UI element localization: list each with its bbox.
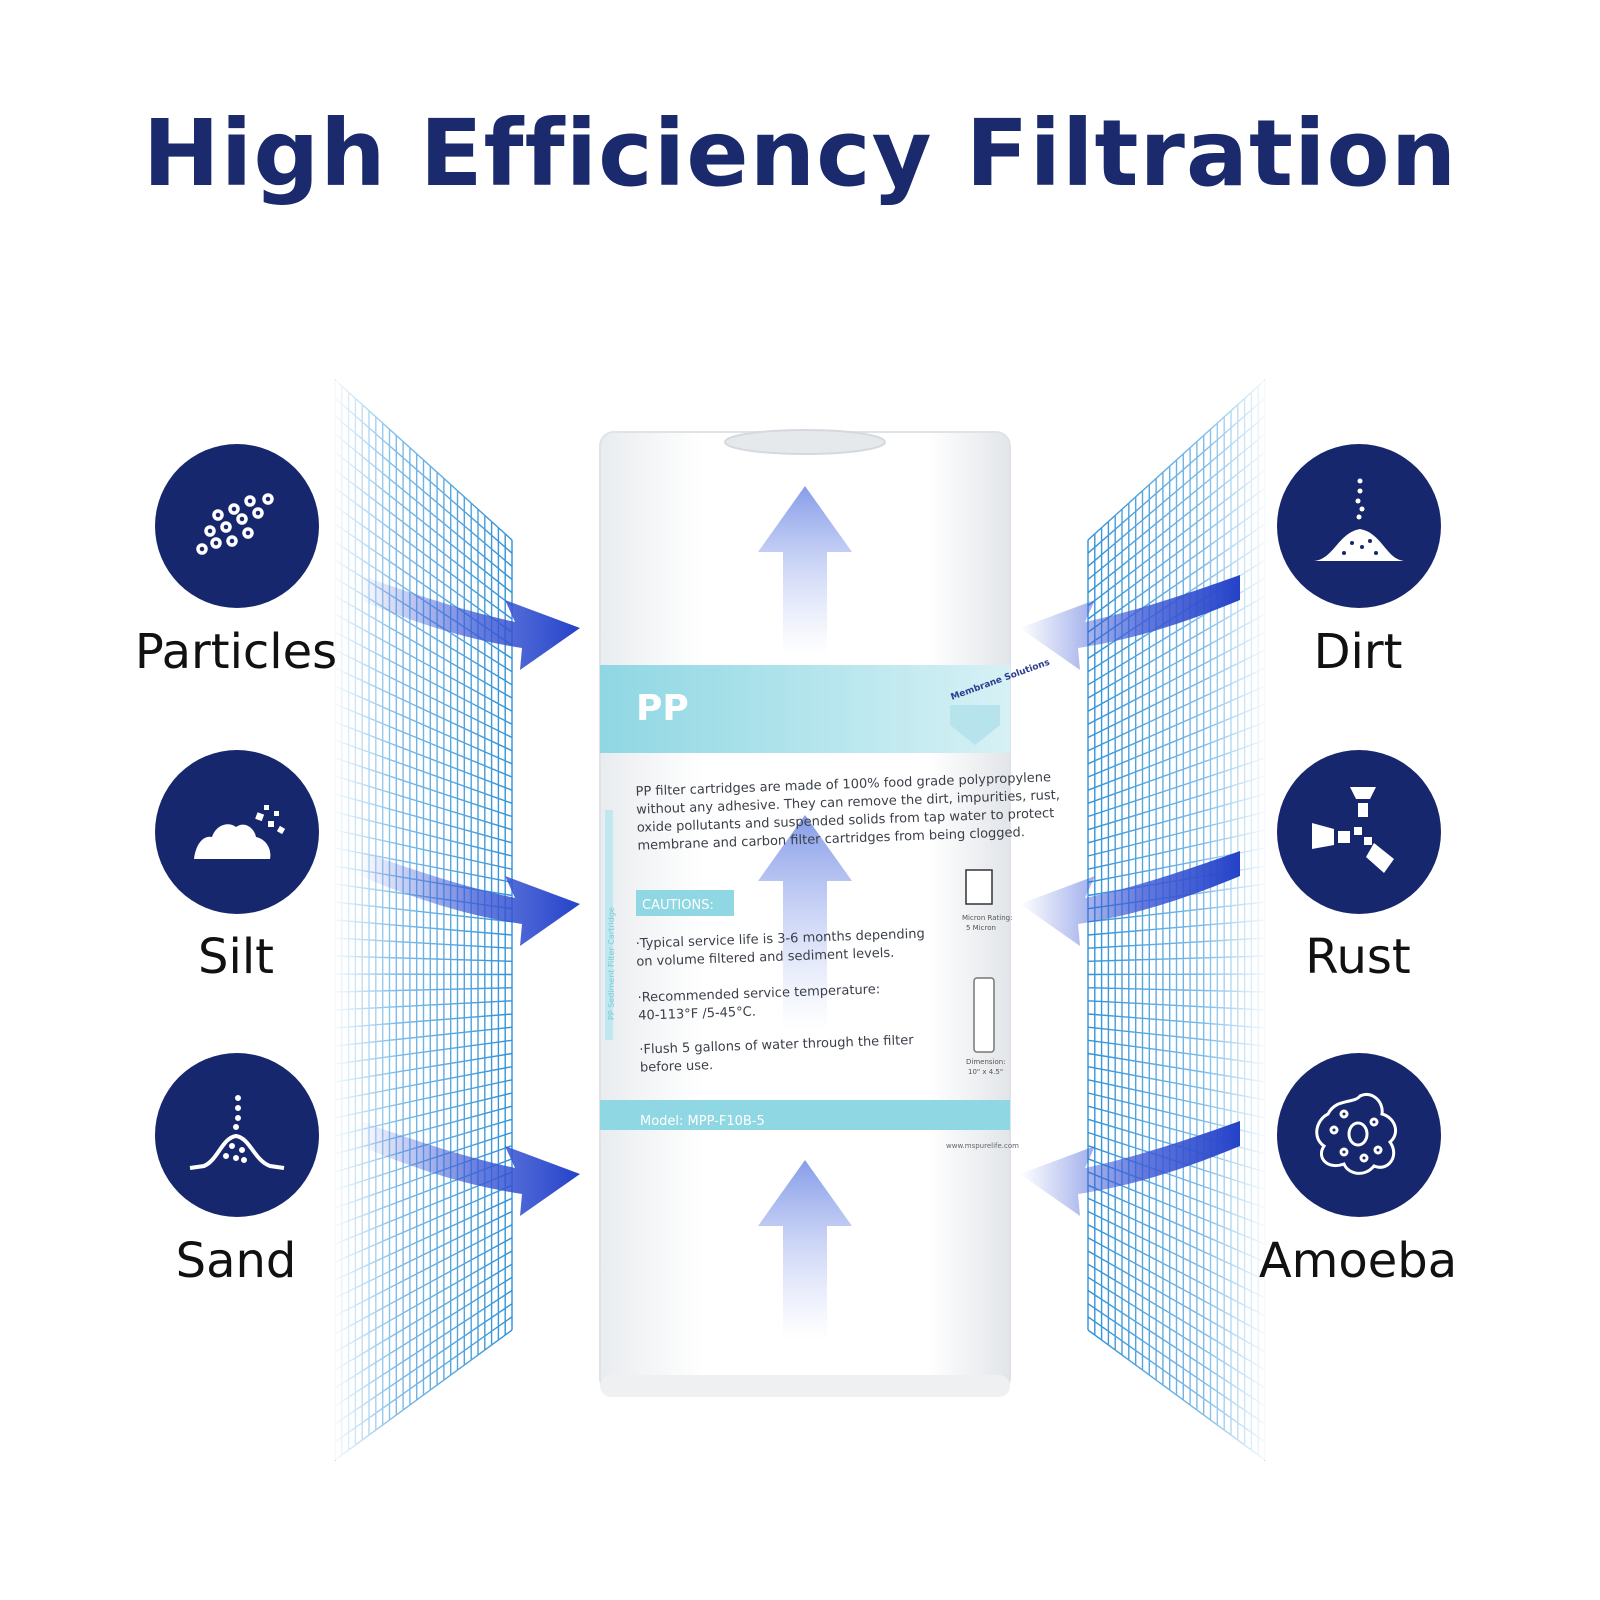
- amoeba-label: Amoeba: [1258, 1233, 1458, 1289]
- inflow-arrow-left: [360, 1121, 580, 1216]
- particles-label: Particles: [134, 624, 338, 680]
- dimension-value: 10" x 4.5": [968, 1068, 1003, 1076]
- micron-value: 5 Micron: [966, 924, 996, 932]
- cartridge-dimension-icon: [973, 977, 995, 1053]
- particles-icon: [155, 444, 319, 608]
- up-arrow: [758, 815, 852, 1030]
- side-text: PP Sediment Filter Cartridge: [607, 907, 616, 1020]
- micron-label: Micron Rating:: [962, 914, 1012, 922]
- caution-line: before use.: [640, 1058, 714, 1076]
- inflow-arrow-left: [360, 851, 580, 946]
- dirt-icon: [1277, 444, 1441, 608]
- inflow-arrow-right: [1020, 851, 1240, 946]
- right-inflow-arrows: [1020, 575, 1240, 1216]
- rust-icon: [1277, 750, 1441, 914]
- micron-mesh-icon: [965, 869, 993, 905]
- sand-icon: [155, 1053, 319, 1217]
- cautions-title: CAUTIONS:: [642, 898, 714, 913]
- silt-label: Silt: [198, 929, 274, 985]
- left-inflow-arrows: [360, 575, 580, 1216]
- amoeba-icon: [1277, 1053, 1441, 1217]
- cartridge-type: PP: [636, 688, 689, 729]
- website: www.mspurelife.com: [946, 1142, 1019, 1150]
- sand-label: Sand: [175, 1233, 297, 1289]
- model-number: Model: MPP-F10B-5: [640, 1114, 765, 1129]
- rust-label: Rust: [1305, 929, 1411, 985]
- inflow-arrow-right: [1020, 575, 1240, 670]
- up-arrow: [758, 1160, 852, 1340]
- dirt-label: Dirt: [1313, 624, 1403, 680]
- silt-icon: [155, 750, 319, 914]
- up-arrow: [758, 486, 852, 655]
- inflow-arrow-left: [360, 575, 580, 670]
- dimension-label: Dimension:: [966, 1058, 1006, 1066]
- caution-line: 40-113°F /5-45°C.: [638, 1005, 756, 1024]
- inflow-arrow-right: [1020, 1121, 1240, 1216]
- brand-shield-icon: [950, 705, 1000, 745]
- upward-flow-arrows: [758, 486, 852, 1340]
- page-title: High Efficiency Filtration: [142, 100, 1458, 207]
